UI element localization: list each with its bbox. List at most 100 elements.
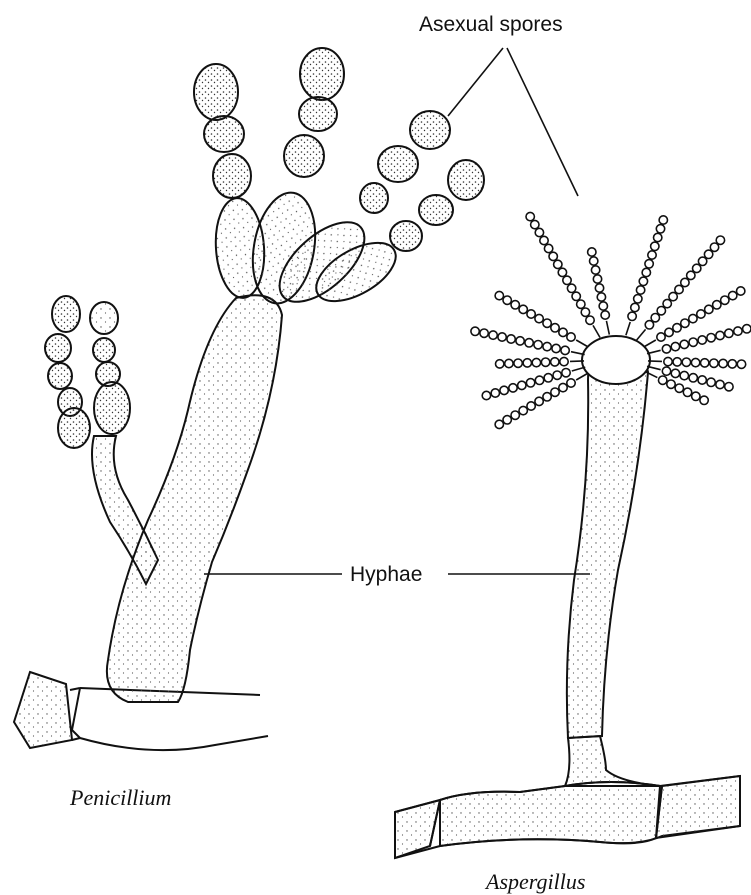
- aspergillus-spore: [697, 310, 705, 318]
- aspergillus-spore: [656, 225, 664, 233]
- penicillium-side-branch: [92, 436, 158, 584]
- aspergillus-spore: [527, 402, 535, 410]
- aspergillus-spore: [523, 359, 531, 367]
- aspergillus-spore: [716, 331, 724, 339]
- aspergillus-spore: [516, 337, 524, 345]
- aspergillus-stalk: [567, 348, 648, 738]
- aspergillus-spore: [663, 299, 671, 307]
- aspergillus-spore: [692, 392, 700, 400]
- aspergillus-spore: [495, 291, 503, 299]
- aspergillus-phialide: [637, 329, 646, 340]
- aspergillus-spore: [707, 334, 715, 342]
- aspergillus-substrate-hypha: [395, 776, 740, 858]
- aspergillus-spore: [535, 376, 543, 384]
- aspergillus-spore: [734, 327, 742, 335]
- aspergillus-spore: [505, 359, 513, 367]
- aspergillus-spore: [729, 291, 737, 299]
- aspergillus-spore: [680, 371, 688, 379]
- aspergillus-spore: [509, 384, 517, 392]
- aspergillus-spore: [651, 314, 659, 322]
- aspergillus-spore: [628, 312, 636, 320]
- aspergillus-spore: [527, 310, 535, 318]
- aspergillus-spore: [665, 328, 673, 336]
- aspergillus-spore: [698, 376, 706, 384]
- aspergillus-spore: [659, 216, 667, 224]
- aspergillus-spore: [535, 397, 543, 405]
- aspergillus-spore: [511, 411, 519, 419]
- aspergillus-spore: [593, 275, 601, 283]
- aspergillus-spore: [634, 295, 642, 303]
- aspergillus-spore: [551, 388, 559, 396]
- asexual-spores-label: Asexual spores: [419, 14, 563, 35]
- aspergillus-phialide: [576, 340, 588, 347]
- aspergillus-spore: [667, 380, 675, 388]
- aspergillus-spore: [719, 359, 727, 367]
- aspergillus-spore: [535, 314, 543, 322]
- aspergillus-spore: [659, 376, 667, 384]
- aspergillus-spore: [526, 212, 534, 220]
- aspergillus-spore: [681, 319, 689, 327]
- aspergillus-spore: [541, 358, 549, 366]
- aspergillus-phialide: [626, 322, 630, 335]
- aspergillus-spore: [636, 286, 644, 294]
- penicillium-drawing: [14, 48, 484, 750]
- aspergillus-spore: [725, 383, 733, 391]
- aspergillus-spore: [710, 359, 718, 367]
- spores-leader-left: [448, 48, 503, 116]
- aspergillus-spore: [471, 327, 479, 335]
- aspergillus-spore: [599, 302, 607, 310]
- aspergillus-spore: [716, 236, 724, 244]
- aspergillus-spore: [586, 316, 594, 324]
- aspergillus-spore: [725, 329, 733, 337]
- aspergillus-phialide: [593, 325, 600, 337]
- aspergillus-spore: [710, 243, 718, 251]
- aspergillus-spore: [675, 384, 683, 392]
- aspergillus-spore: [662, 367, 670, 375]
- aspergillus-spore: [503, 416, 511, 424]
- hyphae-label: Hyphae: [350, 564, 422, 585]
- aspergillus-spore: [553, 371, 561, 379]
- aspergillus-spore: [597, 293, 605, 301]
- aspergillus-spore: [531, 220, 539, 228]
- aspergillus-spore: [683, 388, 691, 396]
- aspergillus-spore: [704, 250, 712, 258]
- aspergillus-spore: [681, 278, 689, 286]
- aspergillus-spore: [595, 284, 603, 292]
- aspergillus-spore: [489, 331, 497, 339]
- aspergillus-spore: [532, 358, 540, 366]
- aspergillus-spore: [642, 268, 650, 276]
- aspergillus-spore: [480, 329, 488, 337]
- aspergillus-spore: [534, 341, 542, 349]
- aspergillus-spore: [705, 305, 713, 313]
- aspergillus-vesicle: [582, 336, 650, 384]
- aspergillus-spore: [540, 236, 548, 244]
- aspergillus-spore: [563, 276, 571, 284]
- aspergillus-spore: [561, 346, 569, 354]
- aspergillus-spore: [503, 296, 511, 304]
- aspergillus-spore: [591, 266, 599, 274]
- penicillium-caption: Penicillium: [70, 787, 171, 809]
- aspergillus-spore: [526, 379, 534, 387]
- aspergillus-spore: [673, 324, 681, 332]
- aspergillus-phialide: [606, 321, 609, 335]
- aspergillus-phialide: [576, 373, 588, 380]
- aspergillus-spore: [639, 277, 647, 285]
- aspergillus-spore: [551, 358, 559, 366]
- aspergillus-spore: [651, 242, 659, 250]
- aspergillus-spore: [693, 264, 701, 272]
- aspergillus-spore: [671, 342, 679, 350]
- penicillium-side-spores: [45, 296, 130, 448]
- aspergillus-caption: Aspergillus: [486, 871, 585, 893]
- aspergillus-spore: [559, 328, 567, 336]
- aspergillus-spore: [519, 406, 527, 414]
- aspergillus-spore: [680, 340, 688, 348]
- aspergillus-spore: [543, 393, 551, 401]
- aspergillus-spore: [654, 233, 662, 241]
- aspergillus-spore: [691, 358, 699, 366]
- aspergillus-spore: [743, 325, 751, 333]
- aspergillus-phialide: [644, 340, 656, 347]
- aspergillus-spore: [572, 292, 580, 300]
- aspergillus-spore: [728, 360, 736, 368]
- aspergillus-spore: [500, 386, 508, 394]
